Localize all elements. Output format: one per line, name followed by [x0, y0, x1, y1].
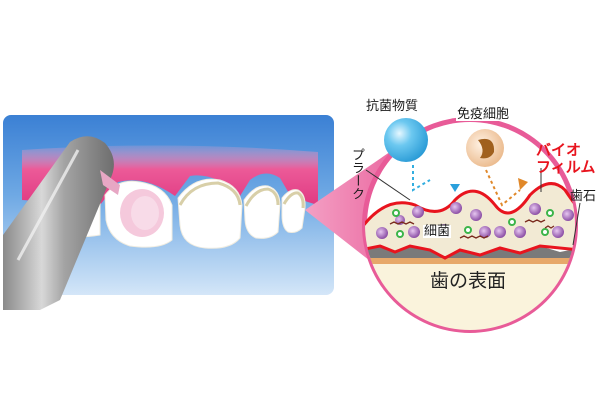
- immune-cell-label: 免疫細胞: [456, 107, 511, 122]
- tartar-label: 歯石: [570, 189, 597, 204]
- plaque-leader-line: [365, 169, 411, 201]
- dental-handpiece: [3, 136, 120, 310]
- biofilm-label-line2: フィルム: [536, 158, 596, 176]
- biofilm-label-line1: バイオ: [536, 141, 582, 159]
- plaque-label: プラーク: [349, 148, 364, 200]
- bacteria-green: [392, 209, 554, 238]
- antibacterial-substance-label: 抗菌物質: [366, 99, 419, 114]
- bacteria-label: 細菌: [423, 224, 452, 239]
- bacterial-filaments: [389, 219, 555, 239]
- tartar-leader-line: [572, 202, 581, 246]
- antibacterial-substance-icon: [384, 118, 428, 162]
- tooth-surface-label: 歯の表面: [430, 270, 507, 292]
- tooth-surface: [365, 255, 575, 330]
